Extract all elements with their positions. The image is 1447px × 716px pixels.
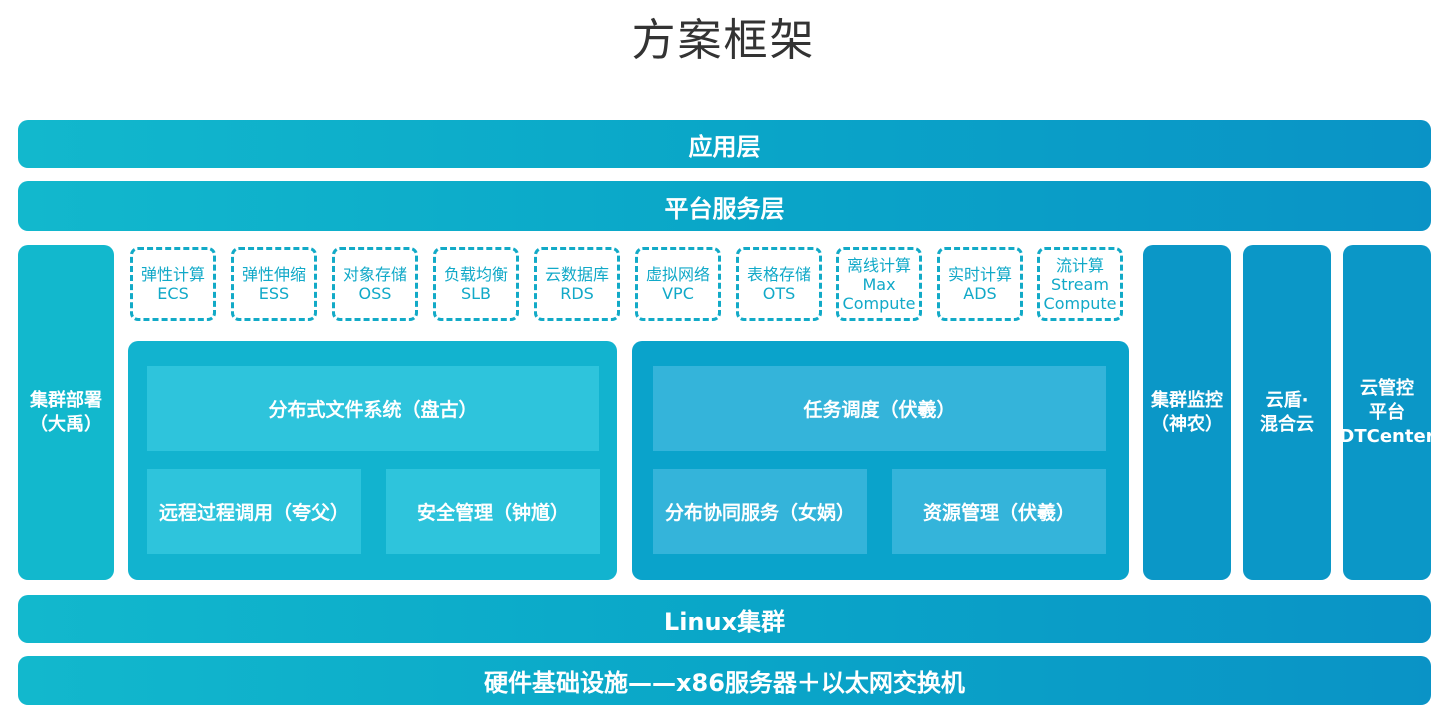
cloud-management-line1: 云管控 — [1360, 377, 1414, 399]
linux-cluster-layer: Linux集群 — [18, 595, 1431, 643]
platform-service-layer-label: 平台服务层 — [664, 194, 785, 223]
rpc-tile: 远程过程调用（夸父） — [147, 469, 361, 554]
service-code: SLB — [460, 284, 492, 303]
distributed-file-system-label: 分布式文件系统（盘古） — [268, 399, 478, 421]
service-name: 云数据库 — [544, 265, 609, 284]
distributed-coordination-tile: 分布协同服务（女娲） — [653, 469, 867, 554]
application-layer-label: 应用层 — [688, 132, 761, 161]
scheduling-core-panel: 任务调度（伏羲） 分布协同服务（女娲） 资源管理（伏羲） — [632, 341, 1129, 580]
service-vpc: 虚拟网络 VPC — [635, 247, 721, 321]
service-oss: 对象存储 OSS — [332, 247, 418, 321]
distributed-file-system-tile: 分布式文件系统（盘古） — [147, 366, 599, 451]
service-code: ADS — [963, 284, 997, 303]
service-ecs: 弹性计算 ECS — [130, 247, 216, 321]
service-name: 流计算 — [1055, 255, 1104, 275]
rpc-label: 远程过程调用（夸父） — [158, 502, 349, 524]
service-name: 对象存储 — [342, 265, 407, 284]
storage-core-panel: 分布式文件系统（盘古） 远程过程调用（夸父） 安全管理（钟馗） — [128, 341, 617, 580]
cluster-monitoring-column: 集群监控 （神农） — [1143, 245, 1231, 580]
linux-cluster-label: Linux集群 — [663, 607, 786, 636]
platform-service-layer: 平台服务层 — [18, 181, 1431, 231]
service-name: 表格存储 — [746, 265, 811, 284]
cluster-monitoring-line1: 集群监控 — [1151, 389, 1223, 411]
application-layer: 应用层 — [18, 120, 1431, 168]
service-name: 离线计算 — [846, 255, 911, 275]
service-name: 弹性计算 — [140, 265, 205, 284]
cloud-shield-column: 云盾· 混合云 — [1243, 245, 1331, 580]
resource-management-tile: 资源管理（伏羲） — [892, 469, 1106, 554]
service-code-line2: Compute — [1043, 293, 1117, 313]
cluster-monitoring-line2: （神农） — [1151, 413, 1223, 435]
service-code: OSS — [358, 284, 392, 303]
service-ots: 表格存储 OTS — [736, 247, 822, 321]
hardware-label: 硬件基础设施——x86服务器＋以太网交换机 — [484, 669, 965, 697]
resource-management-label: 资源管理（伏羲） — [922, 502, 1075, 524]
task-scheduling-label: 任务调度（伏羲） — [803, 399, 956, 421]
service-code: RDS — [560, 284, 594, 303]
cloud-shield-line1: 云盾· — [1265, 389, 1309, 411]
diagram-title: 方案框架 — [631, 15, 816, 66]
cluster-deployment-line2: （大禹） — [30, 413, 102, 435]
security-management-label: 安全管理（钟馗） — [416, 502, 569, 524]
cluster-deployment-line1: 集群部署 — [30, 389, 102, 411]
cloud-management-line3: DTCenter — [1339, 425, 1435, 447]
service-code: Stream — [1051, 274, 1109, 294]
hardware-layer: 硬件基础设施——x86服务器＋以太网交换机 — [18, 656, 1431, 705]
cluster-deployment-column: 集群部署 （大禹） — [18, 245, 114, 580]
service-code: Max — [862, 274, 896, 294]
service-code: ECS — [157, 284, 189, 303]
service-ess: 弹性伸缩 ESS — [231, 247, 317, 321]
service-slb: 负载均衡 SLB — [433, 247, 519, 321]
service-ads: 实时计算 ADS — [937, 247, 1023, 321]
service-rds: 云数据库 RDS — [534, 247, 620, 321]
service-code: VPC — [662, 284, 694, 303]
service-name: 虚拟网络 — [645, 265, 710, 284]
service-name: 实时计算 — [947, 265, 1012, 284]
cloud-shield-line2: 混合云 — [1260, 413, 1314, 435]
service-streamcompute: 流计算 Stream Compute — [1037, 247, 1123, 321]
service-maxcompute: 离线计算 Max Compute — [836, 247, 922, 321]
service-name: 弹性伸缩 — [241, 265, 306, 284]
task-scheduling-tile: 任务调度（伏羲） — [653, 366, 1106, 451]
security-management-tile: 安全管理（钟馗） — [386, 469, 600, 554]
distributed-coordination-label: 分布协同服务（女娲） — [664, 502, 855, 524]
service-code: ESS — [258, 284, 290, 303]
service-name: 负载均衡 — [443, 265, 508, 284]
service-code: OTS — [762, 284, 796, 303]
cloud-management-column: 云管控 平台 DTCenter — [1339, 245, 1435, 580]
cloud-management-line2: 平台 — [1369, 401, 1405, 423]
service-code-line2: Compute — [842, 293, 916, 313]
